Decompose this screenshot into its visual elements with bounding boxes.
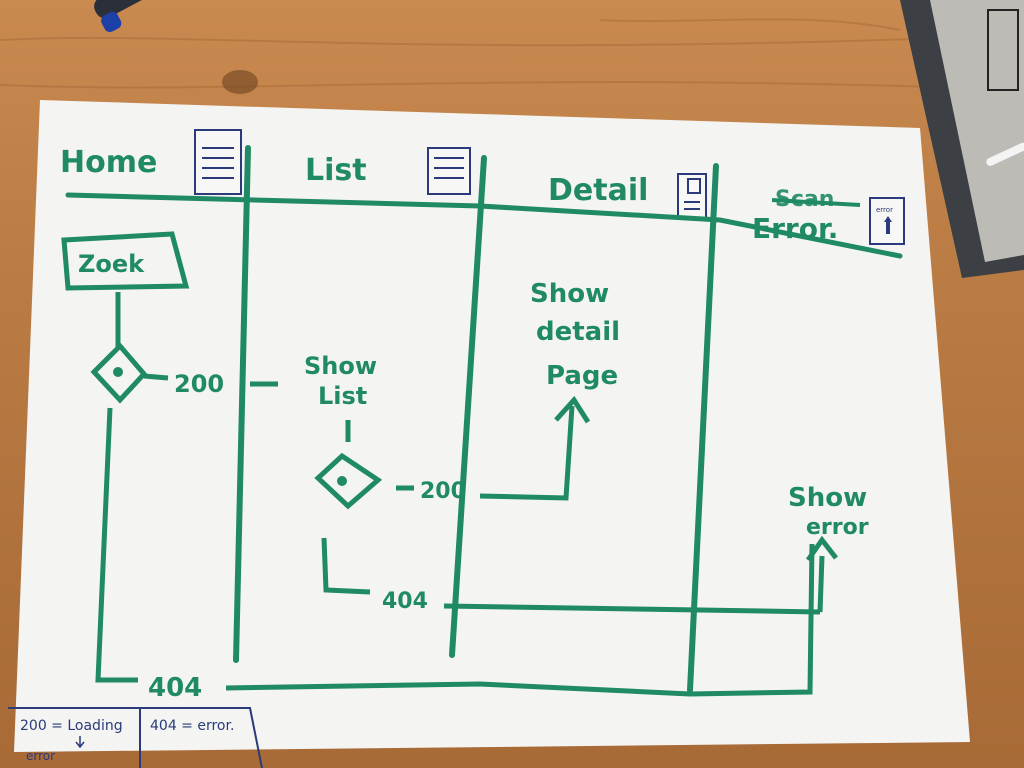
list-status-404: 404 — [382, 589, 428, 614]
home-404-to-error — [225, 543, 815, 697]
zoek-label: Zoek — [78, 250, 145, 278]
list-404-to-error — [443, 603, 821, 615]
legend: 200 = Loading error 404 = error. — [8, 707, 263, 768]
notebook — [900, 0, 1024, 278]
list-lane: Show List 200 404 — [304, 352, 466, 614]
lane-dividers — [233, 145, 719, 693]
detail-page-icon — [677, 173, 707, 219]
error-vertical-line — [817, 555, 825, 613]
home-status-404: 404 — [148, 673, 202, 703]
lane-title-detail: Detail — [548, 173, 648, 208]
list-decision-dot — [337, 476, 347, 486]
legend-line-1: 200 = Loading — [20, 718, 123, 734]
page-icon — [194, 129, 242, 195]
list-status-200: 200 — [420, 479, 466, 504]
lane-divider-detail-error — [687, 163, 719, 693]
marker-pen — [94, 0, 204, 33]
home-decision-dot — [113, 367, 123, 377]
legend-right: 404 = error. — [150, 718, 234, 734]
show-list-line1: Show — [304, 352, 377, 380]
error-page-icon: error — [869, 197, 905, 245]
detail-arrowhead — [554, 395, 591, 424]
svg-text:error: error — [876, 206, 893, 214]
show-list-line2: List — [318, 382, 367, 410]
legend-line-2: error — [26, 749, 55, 763]
legend-border — [8, 707, 263, 768]
header-divider — [65, 192, 903, 259]
wood-grain — [0, 18, 1024, 91]
lane-title-home: Home — [60, 145, 157, 180]
error-arrowhead — [805, 535, 838, 562]
home-404-path — [95, 407, 138, 683]
lane-divider-list-detail — [449, 155, 487, 658]
lane-title-list: List — [305, 153, 367, 188]
show-detail-line1: Show — [530, 279, 609, 309]
show-detail-line2: detail — [536, 317, 620, 347]
home-200-line — [143, 373, 169, 381]
wood-knot — [222, 70, 258, 94]
zoek-step-box — [61, 231, 190, 291]
legend-arrow — [75, 736, 85, 749]
show-detail-line3: Page — [546, 361, 618, 391]
list-404-path — [321, 537, 371, 595]
show-error-line1: Show — [788, 483, 867, 513]
list-decision-diamond — [314, 452, 383, 510]
strike-through-line — [771, 198, 861, 207]
detail-lane: Show detail Page — [479, 279, 620, 501]
show-error-line2: error — [806, 515, 869, 540]
error-lane: Show error — [788, 483, 869, 613]
lane-divider-home-list — [233, 145, 251, 663]
list-page-icon — [427, 147, 471, 195]
list-200-to-detail-arrow — [479, 405, 575, 501]
home-decision-diamond — [90, 342, 148, 404]
paper-sheet — [14, 100, 970, 752]
home-lane: Zoek 200 404 — [61, 231, 815, 703]
lane-headers: Home List Detail Scan Error. error — [60, 129, 905, 259]
home-status-200: 200 — [174, 370, 224, 398]
